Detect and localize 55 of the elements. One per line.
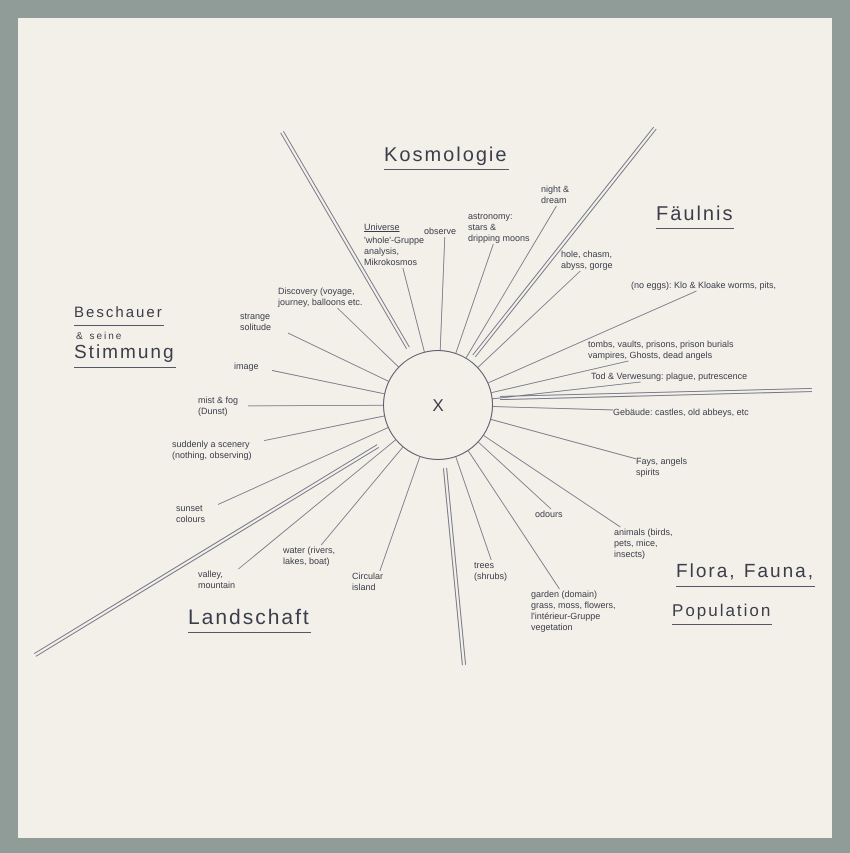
handwritten-note: observe bbox=[424, 226, 458, 237]
handwritten-note: animals (birds, pets, mice, insects) bbox=[614, 527, 674, 560]
connector-line bbox=[264, 416, 385, 441]
handwritten-note: image bbox=[234, 361, 260, 372]
handwritten-note: (no eggs): Klo & Kloake worms, pits, bbox=[631, 280, 778, 291]
connector-line bbox=[402, 268, 425, 352]
connector-line bbox=[468, 450, 560, 590]
connector-line bbox=[492, 382, 641, 400]
handwritten-note: Circular island bbox=[352, 571, 384, 593]
handwritten-note: Tod & Verwesung: plague, putrescence bbox=[591, 371, 748, 382]
handwritten-note: tombs, vaults, prisons, prison burials vampires, Ghosts, dead angels bbox=[588, 339, 735, 361]
connector-line bbox=[466, 206, 557, 358]
connector-line bbox=[455, 456, 492, 560]
connector-line bbox=[488, 290, 697, 384]
handwritten-note: astronomy: stars & dripping moons bbox=[468, 211, 530, 244]
section-heading: Stimmung bbox=[74, 343, 176, 368]
handwritten-note: strange solitude bbox=[240, 311, 272, 333]
connector-line bbox=[248, 404, 384, 406]
handwritten-note: suddenly a scenery (nothing, observing) bbox=[172, 439, 253, 461]
connector-line bbox=[455, 244, 494, 354]
section-heading: Landschaft bbox=[188, 606, 311, 634]
handwritten-note: water (rivers, lakes, boat) bbox=[283, 545, 336, 567]
handwritten-note: Gebäude: castles, old abbeys, etc bbox=[613, 407, 750, 418]
handwritten-note: sunset colours bbox=[176, 503, 206, 525]
connector-line bbox=[478, 270, 581, 368]
handwritten-note: odours bbox=[535, 509, 564, 520]
connector-line bbox=[337, 308, 399, 368]
section-heading: Fäulnis bbox=[656, 203, 734, 229]
section-heading: & seine bbox=[76, 331, 124, 342]
connector-line bbox=[379, 456, 420, 572]
section-heading: Population bbox=[672, 602, 772, 625]
handwritten-note: garden (domain) grass, moss, flowers, l'intérieur-Gruppe vegetation bbox=[531, 589, 617, 633]
connector-line bbox=[288, 332, 389, 382]
connector-line bbox=[491, 360, 629, 394]
handwritten-note: Fays, angels spirits bbox=[636, 456, 688, 478]
connector-line bbox=[478, 442, 552, 510]
connector-line bbox=[440, 236, 446, 350]
connector-line bbox=[483, 435, 621, 528]
section-heading: Flora, Fauna, bbox=[676, 562, 815, 587]
handwritten-note: night & dream bbox=[541, 184, 570, 206]
section-heading: Beschauer bbox=[74, 305, 164, 326]
handwritten-note: trees (shrubs) bbox=[474, 560, 508, 582]
handwritten-note: valley, mountain bbox=[198, 569, 236, 591]
handwritten-note: hole, chasm, abyss, gorge bbox=[561, 249, 614, 271]
center-mark: X bbox=[432, 396, 444, 414]
section-heading: Kosmologie bbox=[384, 144, 509, 170]
connector-line bbox=[238, 440, 396, 570]
connector-line bbox=[490, 419, 636, 460]
connector-line bbox=[320, 446, 404, 546]
handwritten-note: 'whole'-Gruppe analysis, Mikrokosmos bbox=[364, 235, 425, 268]
handwritten-note: Discovery (voyage, journey, balloons etc. bbox=[278, 286, 364, 308]
connector-line bbox=[272, 370, 385, 394]
connector-line bbox=[218, 427, 388, 505]
handwritten-note: mist & fog (Dunst) bbox=[198, 395, 240, 417]
connector-line bbox=[492, 406, 614, 410]
